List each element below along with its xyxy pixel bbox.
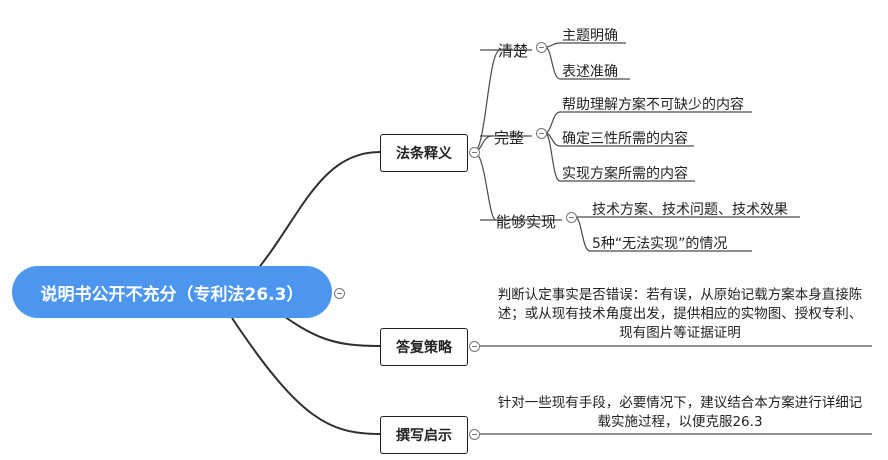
writing-detail-text: 针对一些现有手段，必要情况下，建议结合本方案进行详细记载实施过程，以便克服26.…: [497, 395, 863, 430]
branch-writing-label: 撰写启示: [396, 428, 452, 444]
branch-reply[interactable]: 答复策略: [380, 328, 468, 366]
collapse-icon[interactable]: [469, 341, 480, 352]
leaf-clear-1[interactable]: 主题明确: [562, 25, 618, 45]
writing-detail[interactable]: 针对一些现有手段，必要情况下，建议结合本方案进行详细记载实施过程，以便克服26.…: [496, 394, 864, 432]
collapse-icon[interactable]: [469, 147, 480, 158]
leaf-enable-2[interactable]: 5种“无法实现”的情况: [592, 233, 727, 253]
collapse-icon[interactable]: [334, 288, 345, 299]
leaf-enable-1[interactable]: 技术方案、技术问题、技术效果: [592, 199, 788, 219]
group-clear[interactable]: 清楚: [498, 40, 528, 61]
branch-law-label: 法条释义: [396, 146, 452, 162]
group-complete-label: 完整: [494, 129, 525, 147]
branch-writing[interactable]: 撰写启示: [380, 416, 468, 454]
root-label: 说明书公开不充分（专利法26.3）: [40, 284, 304, 305]
collapse-icon[interactable]: [536, 42, 547, 53]
leaf-complete-1[interactable]: 帮助理解方案不可缺少的内容: [562, 94, 744, 114]
leaf-complete-2[interactable]: 确定三性所需的内容: [562, 128, 688, 148]
leaf-label: 表述准确: [562, 64, 618, 80]
leaf-label: 技术方案、技术问题、技术效果: [592, 202, 788, 218]
leaf-label: 5种“无法实现”的情况: [592, 236, 728, 252]
leaf-complete-3[interactable]: 实现方案所需的内容: [562, 163, 688, 183]
leaf-label: 帮助理解方案不可缺少的内容: [562, 97, 744, 113]
leaf-label: 主题明确: [562, 28, 618, 44]
collapse-icon[interactable]: [566, 212, 577, 223]
leaf-label: 实现方案所需的内容: [562, 166, 688, 182]
reply-detail[interactable]: 判断认定事实是否错误：若有误，从原始记载方案本身直接陈述；或从现有技术角度出发，…: [496, 286, 864, 343]
group-enable[interactable]: 能够实现: [496, 211, 556, 232]
collapse-icon[interactable]: [469, 429, 480, 440]
branch-reply-label: 答复策略: [396, 340, 452, 356]
group-enable-label: 能够实现: [496, 213, 557, 231]
root-node[interactable]: 说明书公开不充分（专利法26.3）: [12, 266, 332, 318]
group-complete[interactable]: 完整: [494, 127, 524, 148]
leaf-clear-2[interactable]: 表述准确: [562, 61, 618, 81]
leaf-label: 确定三性所需的内容: [562, 131, 688, 147]
branch-law[interactable]: 法条释义: [380, 134, 468, 172]
reply-detail-text: 判断认定事实是否错误：若有误，从原始记载方案本身直接陈述；或从现有技术角度出发，…: [497, 287, 863, 341]
collapse-icon[interactable]: [536, 128, 547, 139]
group-clear-label: 清楚: [498, 42, 529, 60]
